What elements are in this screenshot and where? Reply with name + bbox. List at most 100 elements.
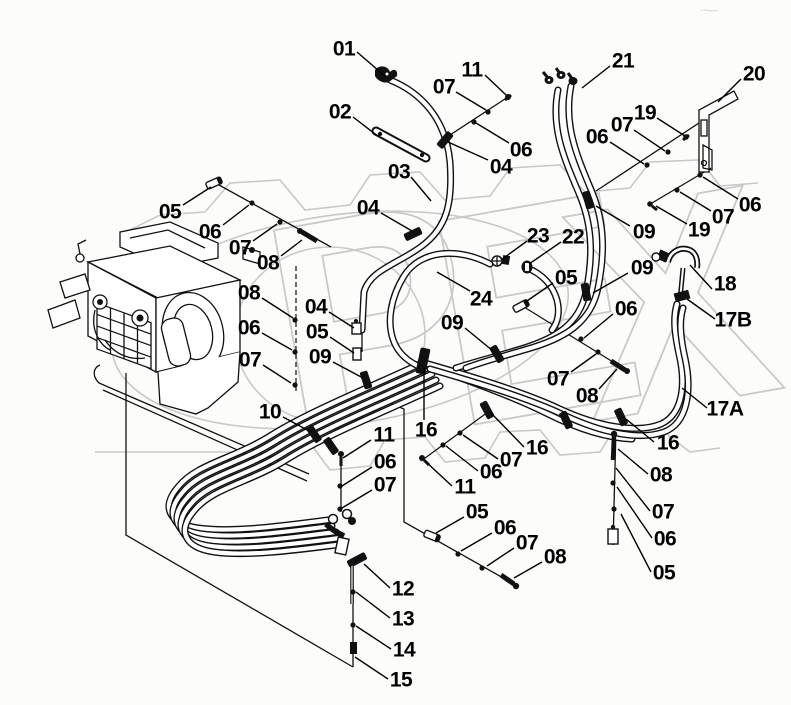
- leader-line: [702, 176, 739, 200]
- leader-line: [681, 387, 708, 409]
- clamp: [582, 190, 594, 210]
- washers: [249, 109, 703, 628]
- part-label-04: 04: [357, 197, 380, 220]
- part-label-02: 02: [329, 101, 351, 124]
- leader-line: [329, 336, 355, 354]
- part-label-06: 06: [238, 317, 260, 340]
- leader-line: [462, 434, 499, 460]
- part-label-16: 16: [526, 437, 548, 460]
- clamp: [359, 370, 373, 390]
- leader-line: [655, 205, 688, 225]
- part-label-11: 11: [373, 424, 395, 447]
- part-label-13: 13: [392, 608, 414, 631]
- leader-line: [625, 418, 655, 443]
- leader-line: [332, 361, 364, 379]
- part-label-08: 08: [238, 282, 261, 305]
- leader-line: [410, 176, 432, 202]
- hose-17a-pair: [427, 305, 691, 438]
- leader-line: [282, 416, 312, 433]
- part-label-16: 16: [657, 432, 679, 455]
- hose-bundle-left: [165, 358, 444, 558]
- part-label-07: 07: [500, 449, 522, 472]
- part-label-09: 09: [631, 257, 653, 280]
- bracket-02: [371, 126, 431, 163]
- part-label-17A: 17A: [706, 398, 743, 421]
- part-label-05: 05: [555, 267, 578, 290]
- leader-line: [356, 51, 387, 78]
- part-label-16: 16: [415, 419, 437, 442]
- clamp-12: [346, 552, 368, 568]
- hose-end-fittings-21: [541, 67, 578, 85]
- clamp: [580, 282, 592, 302]
- part-label-04: 04: [305, 296, 328, 319]
- leader-line: [436, 271, 471, 292]
- part-label-09: 09: [633, 221, 655, 244]
- leader-line: [328, 311, 355, 329]
- hose-21-b: [463, 83, 605, 371]
- part-label-12: 12: [392, 578, 414, 601]
- hose-17a: [422, 301, 685, 431]
- leader-line: [717, 78, 742, 103]
- part-label-18: 18: [714, 273, 737, 296]
- part-label-11: 11: [461, 59, 483, 82]
- leader-line: [581, 65, 611, 89]
- leader-line: [464, 327, 494, 352]
- leader-line: [490, 412, 525, 448]
- leader-line: [280, 239, 303, 257]
- leader-line: [424, 460, 453, 487]
- leader-line: [656, 117, 686, 137]
- part-label-04: 04: [490, 156, 513, 179]
- part-label-05: 05: [653, 562, 676, 585]
- small-parts: [350, 319, 619, 654]
- part-label-06: 06: [494, 517, 516, 540]
- leader-line: [528, 241, 562, 265]
- leader-line: [261, 297, 294, 319]
- clamp-16: [415, 347, 431, 375]
- part-label-07: 07: [239, 349, 261, 372]
- part-label-23: 23: [527, 225, 549, 248]
- part-label-06: 06: [586, 126, 608, 149]
- heater-unit: [47, 221, 261, 415]
- part-label-09: 09: [309, 346, 331, 369]
- leader-line: [342, 439, 372, 459]
- leader-line: [460, 532, 493, 552]
- part-label-21: 21: [612, 50, 635, 73]
- clamp: [559, 410, 573, 430]
- leader-line: [445, 445, 479, 472]
- part-label-07: 07: [229, 237, 251, 260]
- part-label-17B: 17B: [714, 309, 751, 332]
- fittings: [205, 66, 739, 654]
- leader-line: [617, 448, 649, 475]
- clamp-16: [479, 400, 495, 420]
- part-label-06: 06: [510, 139, 532, 162]
- leader-line: [583, 313, 614, 339]
- leader-line: [222, 204, 250, 226]
- part-label-05: 05: [159, 201, 182, 224]
- leader-line: [355, 591, 391, 619]
- hoses: [165, 76, 692, 558]
- leader-line: [341, 489, 373, 509]
- gear-outline-top: [119, 159, 759, 236]
- part-label-06: 06: [374, 451, 396, 474]
- leader-line: [252, 223, 278, 242]
- leader-line: [475, 122, 510, 144]
- leader-line: [261, 332, 293, 351]
- leader-line: [679, 191, 712, 212]
- leader-line: [500, 240, 528, 261]
- part-label-20: 20: [743, 63, 765, 86]
- corner-mark: ·~—: [700, 5, 718, 15]
- bracket-20: [698, 90, 739, 173]
- leader-line: [633, 129, 666, 152]
- clamp: [489, 344, 505, 364]
- part-label-06: 06: [480, 461, 502, 484]
- leader-line: [455, 91, 487, 111]
- part-label-05: 05: [306, 321, 329, 344]
- leader-line: [363, 563, 391, 589]
- part-label-03: 03: [388, 161, 410, 184]
- hose-03: [359, 77, 453, 333]
- leader-line: [262, 364, 292, 384]
- part-label-14: 14: [393, 639, 416, 662]
